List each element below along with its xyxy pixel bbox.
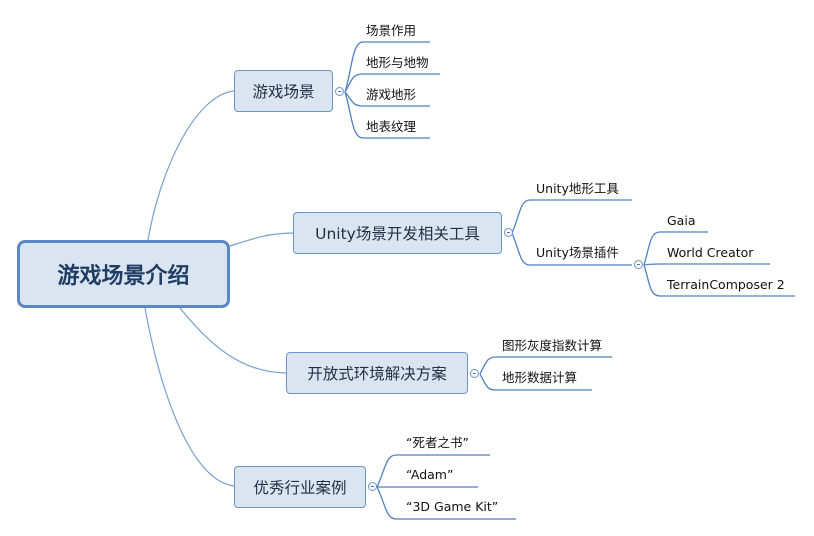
collapse-toggle-icon[interactable] [470, 369, 479, 378]
case-adam[interactable]: “Adam” [406, 467, 454, 482]
link-b1-c3 [344, 91, 430, 107]
collapse-toggle-icon[interactable] [368, 482, 377, 491]
link-b1-c4 [344, 91, 430, 139]
link-b3-c2 [479, 373, 592, 391]
subtopic-scene-purpose[interactable]: 场景作用 [366, 23, 417, 38]
plugin-terrain-composer[interactable]: TerrainComposer 2 [667, 277, 785, 292]
link-root-branch-3 [179, 307, 287, 374]
plugin-gaia[interactable]: Gaia [667, 213, 696, 228]
link-b4-c3 [376, 486, 516, 520]
subtopic-terrain-data[interactable]: 地形数据计算 [502, 370, 578, 385]
branch-topic-industry-cases[interactable]: 优秀行业案例 [234, 466, 366, 508]
link-root-branch-1 [147, 90, 235, 241]
root-topic[interactable]: 游戏场景介绍 [17, 240, 230, 308]
case-book-of-the-dead[interactable]: “死者之书” [406, 435, 469, 450]
collapse-toggle-icon[interactable] [504, 228, 513, 237]
subtopic-game-terrain[interactable]: 游戏地形 [366, 87, 417, 102]
case-3d-game-kit[interactable]: “3D Game Kit” [406, 499, 499, 514]
link-b1-c2 [344, 73, 440, 93]
branch-topic-unity-tools[interactable]: Unity场景开发相关工具 [293, 212, 502, 254]
plugin-world-creator[interactable]: World Creator [667, 245, 754, 260]
link-b1-c1 [344, 41, 430, 93]
link-root-branch-4 [144, 307, 235, 487]
subtopic-grayscale-index[interactable]: 图形灰度指数计算 [502, 338, 603, 353]
subtopic-unity-scene-plugins[interactable]: Unity场景插件 [536, 245, 619, 260]
link-b2c2-g1 [643, 231, 708, 266]
link-b2c2-g2 [643, 263, 770, 266]
link-b4-c1 [376, 454, 490, 488]
link-root-branch-2 [229, 232, 294, 247]
link-b3-c1 [479, 356, 612, 375]
link-b2c2-g3 [643, 264, 795, 297]
subtopic-terrain-objects[interactable]: 地形与地物 [366, 55, 429, 70]
link-b2-c2 [511, 232, 632, 266]
collapse-toggle-icon[interactable] [634, 260, 643, 269]
subtopic-unity-terrain-tool[interactable]: Unity地形工具 [536, 181, 619, 196]
link-b2-c1 [511, 199, 632, 234]
branch-topic-scene[interactable]: 游戏场景 [234, 70, 333, 112]
branch-topic-open-environment[interactable]: 开放式环境解决方案 [286, 352, 468, 394]
subtopic-surface-texture[interactable]: 地表纹理 [366, 119, 417, 134]
collapse-toggle-icon[interactable] [335, 87, 344, 96]
